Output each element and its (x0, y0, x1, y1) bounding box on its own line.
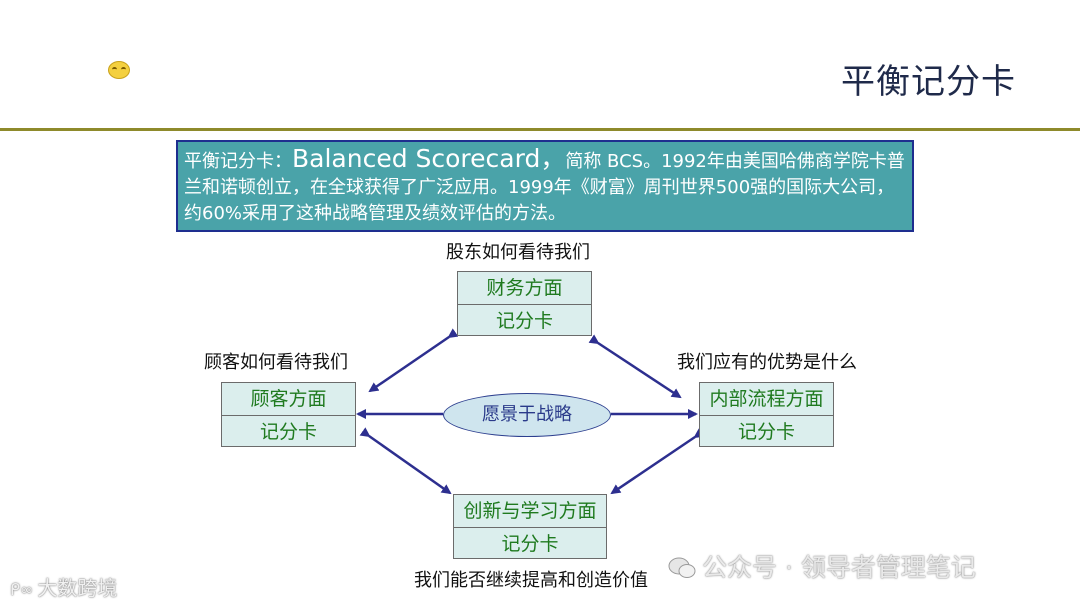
node-financial-title: 财务方面 (486, 277, 563, 299)
arrow-top-right (588, 334, 682, 399)
node-internal-process: 内部流程方面 记分卡 (699, 382, 834, 447)
page-title: 平衡记分卡 (841, 62, 1016, 102)
watermark-wechat: 公众号 · 领导者管理笔记 (668, 548, 976, 584)
arrow-top-left (368, 328, 459, 393)
node-customer-subtitle: 记分卡 (222, 415, 355, 448)
node-financial: 财务方面 记分卡 (457, 271, 592, 336)
node-innovation-learning-title: 创新与学习方面 (463, 500, 597, 522)
arrow-bottom-left (359, 427, 452, 495)
node-financial-subtitle: 记分卡 (458, 304, 591, 337)
watermark-logo: ᑭ∞大数跨境 (10, 572, 117, 601)
node-internal-process-subtitle: 记分卡 (700, 415, 833, 448)
header-divider (0, 128, 1080, 131)
top-question: 股东如何看待我们 (446, 242, 590, 263)
node-innovation-learning-subtitle: 记分卡 (454, 527, 606, 560)
arrow-bottom-right (610, 428, 705, 495)
node-internal-process-title: 内部流程方面 (709, 388, 824, 410)
node-customer-title: 顾客方面 (250, 388, 327, 410)
node-customer: 顾客方面 记分卡 (221, 382, 356, 447)
intro-english-name: Balanced Scorecard， (292, 144, 566, 173)
intro-body: 简称 BCS。1992年由美国哈佛商学院卡普兰和诺顿创立，在全球获得了广泛应用。… (184, 151, 905, 224)
intro-textbox: 平衡记分卡：Balanced Scorecard，简称 BCS。1992年由美国… (176, 140, 914, 232)
watermark-logo-mark: ᑭ∞ (10, 580, 34, 599)
wechat-icon (668, 557, 696, 578)
center-vision-strategy: 愿景于战略 (443, 393, 611, 437)
watermark-wechat-text: 公众号 · 领导者管理笔记 (702, 553, 976, 582)
smiley-emoji-icon (108, 61, 130, 79)
watermark-logo-text: 大数跨境 (37, 576, 118, 600)
bottom-question: 我们能否继续提高和创造价值 (414, 570, 648, 591)
intro-prefix: 平衡记分卡： (184, 151, 292, 172)
node-innovation-learning: 创新与学习方面 记分卡 (453, 494, 607, 559)
right-question: 我们应有的优势是什么 (677, 352, 857, 373)
left-question: 顾客如何看待我们 (204, 352, 348, 373)
